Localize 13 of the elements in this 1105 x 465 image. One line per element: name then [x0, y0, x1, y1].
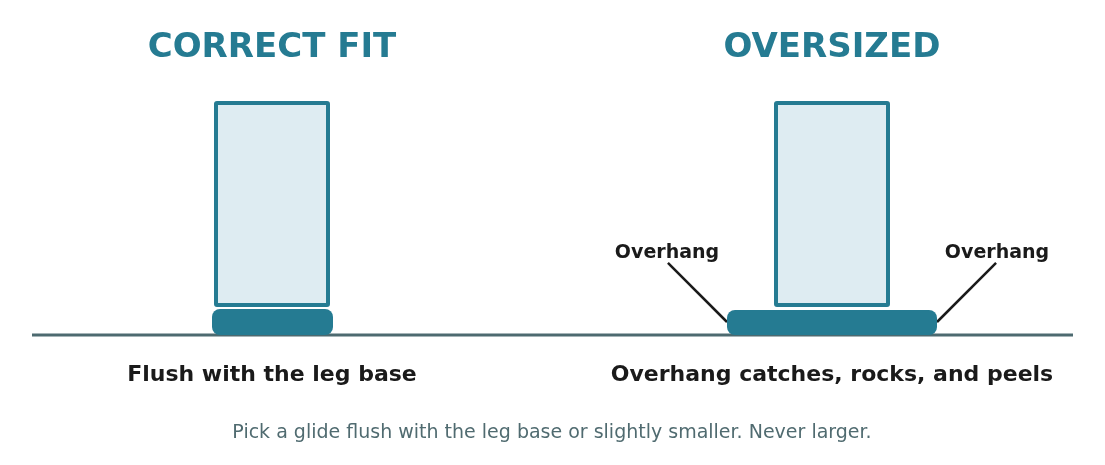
- furniture-leg: [774, 101, 890, 307]
- panel-heading: OVERSIZED: [723, 26, 941, 66]
- fit-description: Overhang catches, rocks, and peels: [610, 361, 1054, 387]
- furniture-leg: [214, 101, 330, 307]
- callout-label: Overhang: [614, 241, 720, 263]
- leader-line: [667, 262, 728, 323]
- leader-line: [936, 262, 997, 323]
- glide-pad: [212, 309, 333, 335]
- callout-label: Overhang: [944, 241, 1050, 263]
- caption: Pick a glide flush with the leg base or slightly smaller. Never larger.: [232, 421, 872, 443]
- panel-heading: CORRECT FIT: [147, 26, 397, 66]
- glide-pad: [727, 310, 937, 335]
- fit-description: Flush with the leg base: [127, 361, 417, 387]
